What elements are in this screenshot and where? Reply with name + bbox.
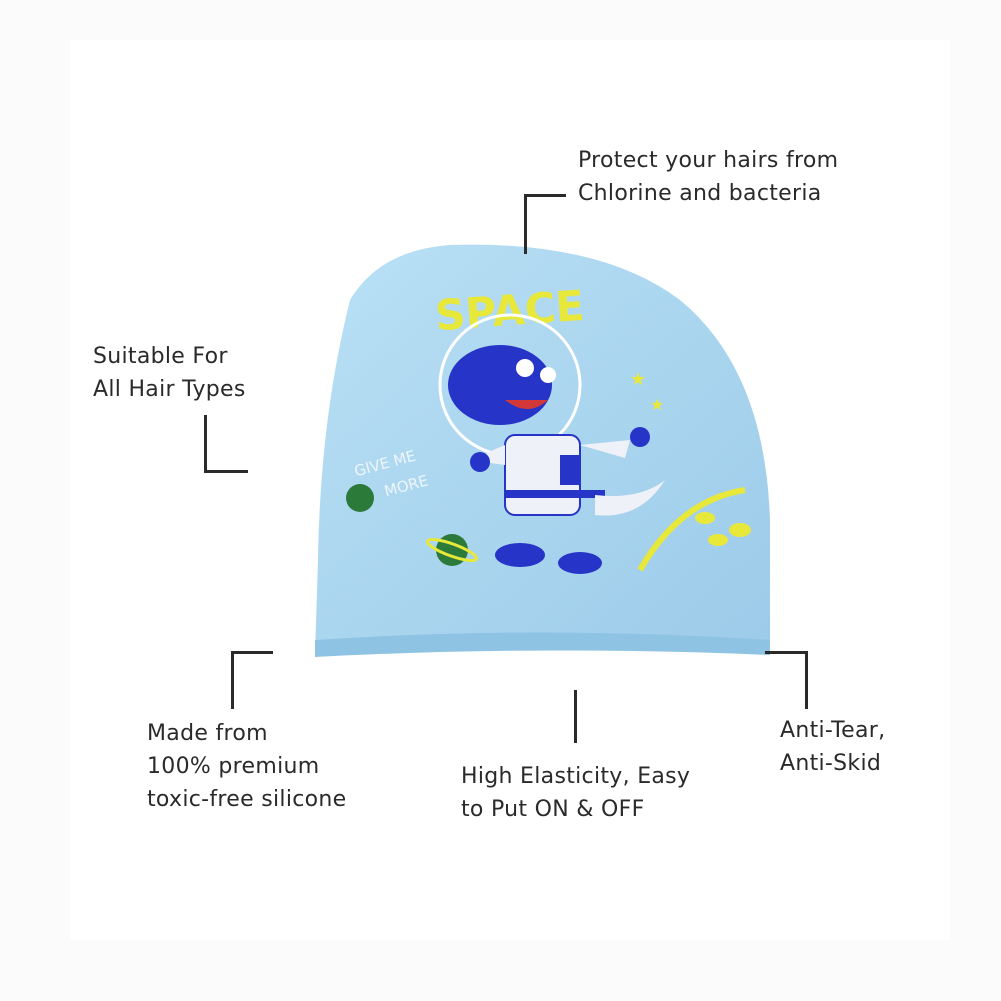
space-title-art: SPACE: [434, 281, 586, 340]
planet: [436, 534, 468, 566]
cap-rim: [315, 632, 770, 657]
svg-text:★: ★: [650, 395, 664, 414]
svg-text:★: ★: [630, 369, 646, 390]
planet: [346, 484, 374, 512]
feature-elasticity: High Elasticity, Easy to Put ON & OFF: [461, 764, 691, 822]
callout-line: [765, 651, 807, 654]
callout-line: [204, 470, 248, 473]
callout-line: [231, 651, 234, 709]
callout-line: [574, 690, 577, 743]
callout-line: [524, 194, 527, 254]
callout-line: [805, 651, 808, 709]
callout-line: [231, 651, 273, 654]
feature-material: Made from 100% premium toxic-free silico…: [147, 721, 347, 812]
dino-head: [448, 345, 552, 425]
feature-anti-tear: Anti-Tear, Anti-Skid: [780, 718, 886, 776]
callout-line: [524, 194, 566, 197]
feature-protect: Protect your hairs from Chlorine and bac…: [578, 148, 839, 206]
feature-hair-types: Suitable For All Hair Types: [93, 344, 246, 402]
callout-line: [204, 415, 207, 473]
